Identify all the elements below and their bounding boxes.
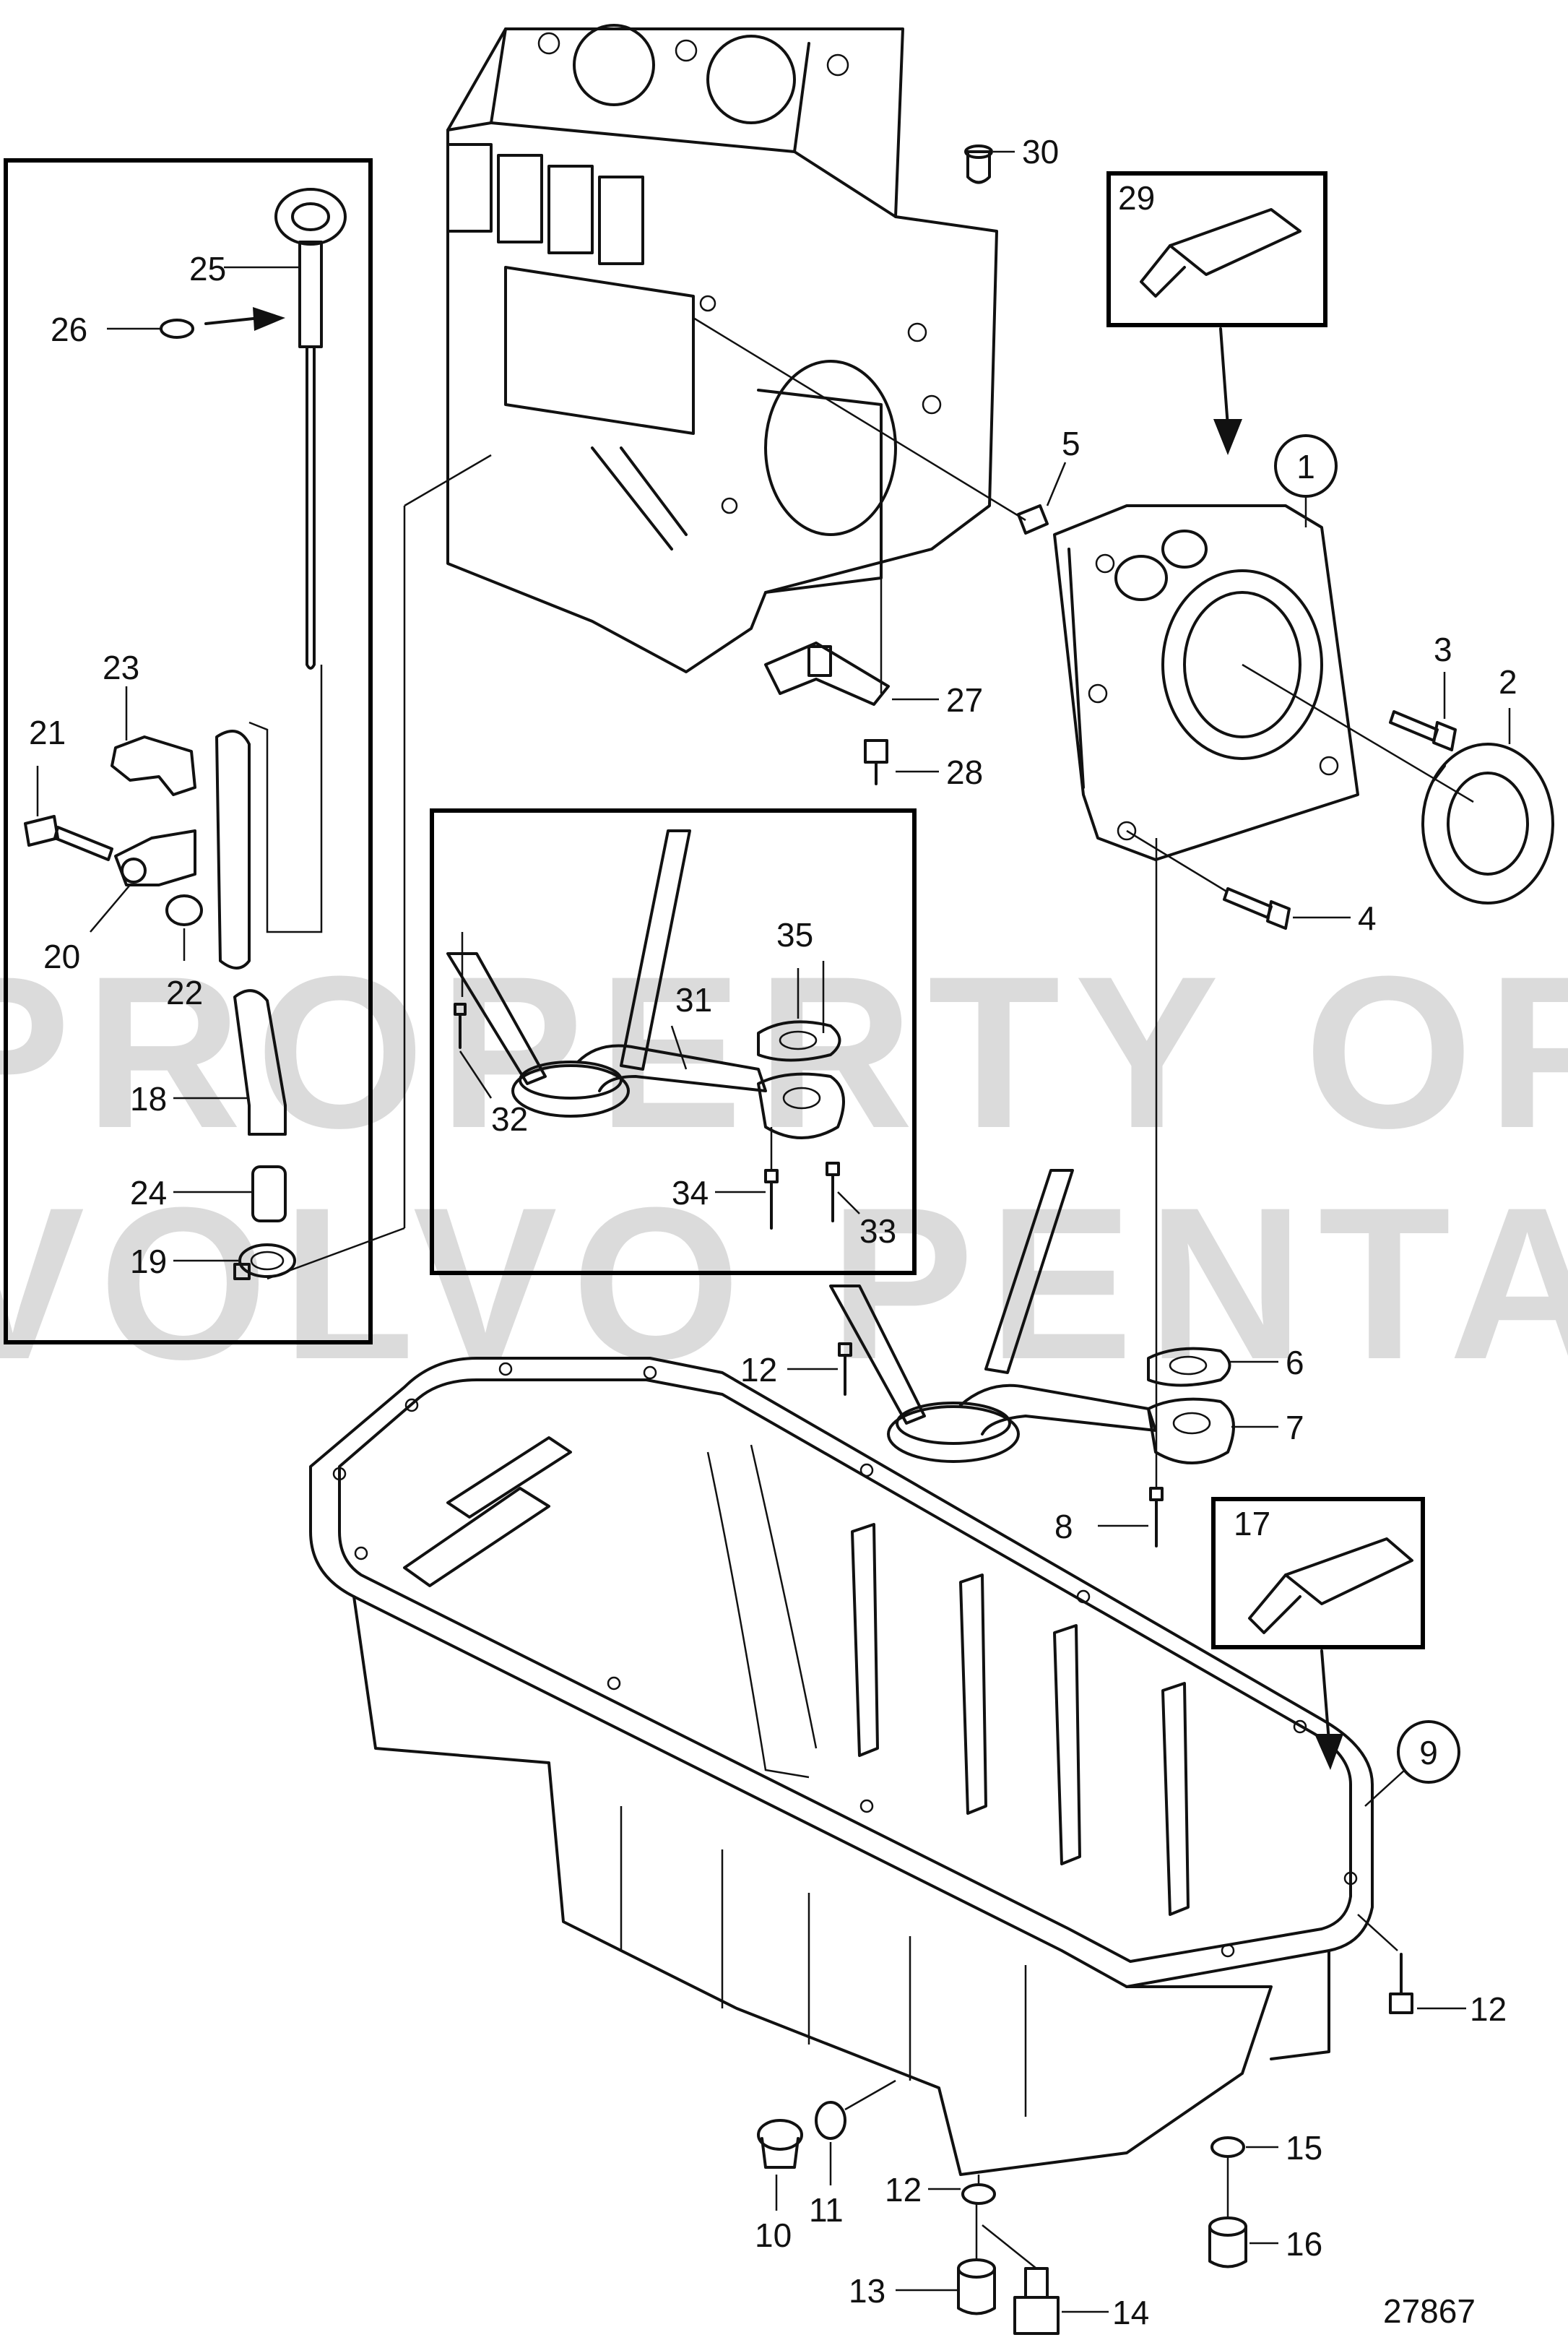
engine-block — [446, 24, 998, 673]
part-13-washer: 12 — [885, 2171, 996, 2209]
callout-26: 25 — [189, 250, 226, 288]
callout-7: 7 — [1286, 1409, 1304, 1446]
callout-29: 28 — [946, 754, 983, 791]
callout-14: 13 — [849, 2272, 885, 2310]
part-12-screw-right: 12 — [1357, 1914, 1507, 2028]
watermark-line2: VOLVO PENTA — [0, 1162, 1568, 1404]
callout-20: 19 — [130, 1243, 167, 1280]
callout-16: 15 — [1286, 2129, 1322, 2167]
part-31-plug: 30 — [964, 133, 1059, 184]
sealant-box-18: 17 — [1211, 1497, 1425, 1770]
callout-11: 11 — [809, 2191, 844, 2229]
leader-clamp-block — [267, 1227, 405, 1280]
callout-35: 34 — [672, 1174, 709, 1212]
part-4-bolt: 4 — [1126, 829, 1377, 937]
callout-23: 22 — [166, 974, 203, 1011]
callout-5: 5 — [1062, 425, 1080, 462]
callout-15: 14 — [1112, 2294, 1149, 2331]
part-11-washer: 11 — [809, 2079, 896, 2229]
part-10-drain-plug: 10 — [755, 2119, 803, 2254]
callout-12-right: 12 — [1470, 1990, 1507, 2028]
part-5-dowel: 5 — [693, 316, 1080, 535]
callout-13: 12 — [885, 2171, 922, 2209]
oil-pan-part-9: 9 — [309, 1357, 1460, 2176]
callout-6: 6 — [1286, 1344, 1304, 1381]
part-15-sensor: 14 — [982, 2224, 1149, 2335]
callout-19: 18 — [130, 1080, 167, 1118]
sealant-box-30: 29 — [1106, 171, 1327, 455]
leader-block-left-2 — [404, 454, 492, 507]
drawing-number: 27867 — [1383, 2292, 1476, 2330]
callout-8: 8 — [1054, 1508, 1073, 1545]
callout-36: 35 — [776, 916, 813, 954]
part-29-bolt: 28 — [864, 739, 983, 791]
callout-10: 10 — [755, 2216, 792, 2254]
part-3-bolt: 3 — [1389, 631, 1457, 751]
callout-33: 32 — [491, 1100, 528, 1138]
callout-34: 33 — [859, 1212, 896, 1250]
oil-pickup-installed: 12 6 7 8 — [740, 838, 1304, 1547]
callout-31: 30 — [1022, 133, 1059, 170]
callout-30: 29 — [1118, 179, 1155, 217]
callout-28: 27 — [946, 681, 983, 719]
callout-25: 24 — [130, 1174, 167, 1212]
dipstick-assembly-box: 25 26 23 21 20 22 18 24 — [4, 158, 373, 1344]
callout-9: 9 — [1419, 1734, 1438, 1771]
callout-12-top: 12 — [740, 1351, 777, 1389]
part-16-washer: 15 — [1210, 2129, 1322, 2167]
timing-cover-part-1: 1 — [1053, 434, 1359, 861]
part-28-bracket: 27 — [764, 549, 983, 719]
callout-18: 17 — [1234, 1505, 1270, 1542]
callout-1: 1 — [1296, 448, 1315, 485]
callout-32: 31 — [675, 981, 712, 1019]
callout-27: 26 — [51, 311, 87, 348]
callout-17: 16 — [1286, 2225, 1322, 2263]
callout-21: 20 — [43, 938, 80, 975]
callout-2: 2 — [1499, 663, 1517, 701]
part-17-plug: 16 — [1208, 2156, 1322, 2268]
callout-22: 21 — [29, 714, 66, 751]
callout-3: 3 — [1434, 631, 1452, 668]
callout-4: 4 — [1358, 899, 1377, 937]
part-14-plug: 13 — [849, 2203, 996, 2315]
callout-24: 23 — [103, 649, 139, 686]
oil-pickup-box: 31 35 32 34 33 — [430, 808, 917, 1275]
part-2-seal: 2 — [1242, 663, 1554, 905]
